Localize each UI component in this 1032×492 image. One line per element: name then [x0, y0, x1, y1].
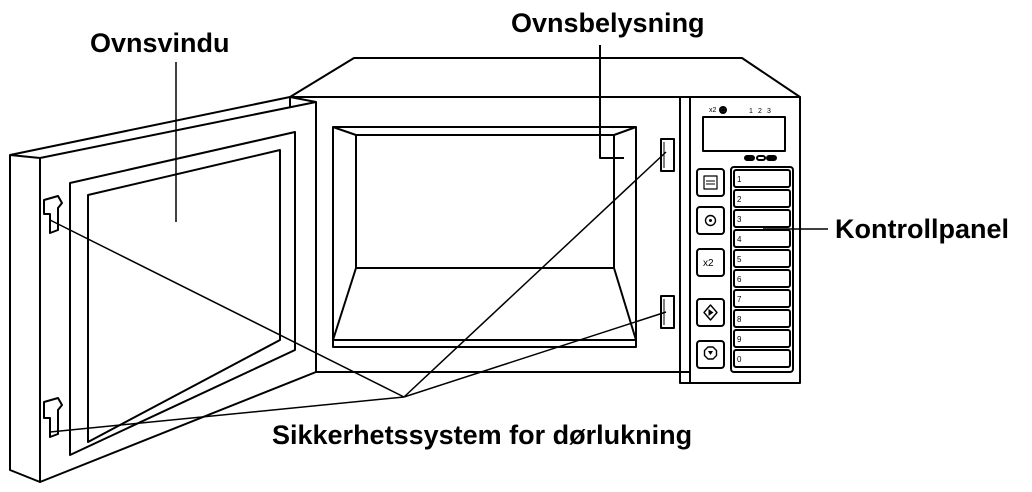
- svg-text:4: 4: [737, 235, 742, 244]
- svg-text:3: 3: [767, 108, 771, 115]
- side-buttons: x2: [696, 168, 725, 369]
- svg-text:5: 5: [737, 255, 742, 264]
- key-8[interactable]: 8: [733, 309, 791, 328]
- key-4[interactable]: 4: [733, 229, 791, 248]
- control-panel: x2 1 2 3 x2: [696, 106, 794, 373]
- door-safety-label: Sikkerhetssystem for dørlukning: [272, 420, 693, 450]
- oven-window-label: Ovnsvindu: [90, 28, 230, 58]
- clock-button[interactable]: [696, 206, 725, 235]
- start-icon: [703, 304, 718, 321]
- svg-text:0: 0: [737, 355, 742, 364]
- key-9[interactable]: 9: [733, 329, 791, 348]
- display-clock-icon: [719, 106, 727, 114]
- key-6[interactable]: 6: [733, 269, 791, 288]
- svg-text:2: 2: [737, 195, 742, 204]
- display-x2-text: x2: [709, 107, 717, 114]
- svg-text:1: 1: [737, 175, 742, 184]
- panel-display: x2 1 2 3: [702, 106, 786, 161]
- svg-text:6: 6: [737, 275, 742, 284]
- leader-safety-hook-upper: [49, 219, 405, 398]
- svg-text:7: 7: [737, 295, 742, 304]
- svg-text:x2: x2: [703, 258, 714, 269]
- door-hook-lower: [43, 397, 63, 438]
- leader-safety-latch-lower: [403, 311, 667, 398]
- door-latch-lower: [660, 295, 675, 329]
- key-2[interactable]: 2: [733, 189, 791, 208]
- leader-safety-latch-upper: [403, 151, 667, 398]
- key-0[interactable]: 0: [733, 349, 791, 368]
- door-latch-upper: [660, 138, 675, 172]
- key-5[interactable]: 5: [733, 249, 791, 268]
- key-7[interactable]: 7: [733, 289, 791, 308]
- stop-button[interactable]: [696, 340, 725, 369]
- oven-light-marker: [599, 45, 624, 159]
- microwave-mode-button[interactable]: [696, 168, 725, 197]
- key-3[interactable]: 3: [733, 209, 791, 228]
- clock-icon: [704, 214, 717, 227]
- start-button[interactable]: [696, 298, 725, 327]
- leader-safety-hook-lower: [49, 396, 405, 433]
- control-panel-label: Kontrollpanel: [835, 214, 1009, 244]
- key-1[interactable]: 1: [733, 169, 791, 188]
- svg-text:3: 3: [737, 215, 742, 224]
- oven-cavity: [332, 126, 637, 348]
- leader-lines: [49, 45, 828, 433]
- x2-button[interactable]: x2: [696, 248, 725, 277]
- svg-text:2: 2: [758, 108, 762, 115]
- number-keypad: 1 2 3 4 5 6 7: [730, 166, 794, 373]
- oven-light-label: Ovnsbelysning: [511, 8, 705, 38]
- stop-icon: [703, 346, 718, 360]
- oven-door: [9, 96, 317, 483]
- svg-text:1: 1: [749, 108, 753, 115]
- svg-text:9: 9: [737, 335, 742, 344]
- svg-text:8: 8: [737, 315, 742, 324]
